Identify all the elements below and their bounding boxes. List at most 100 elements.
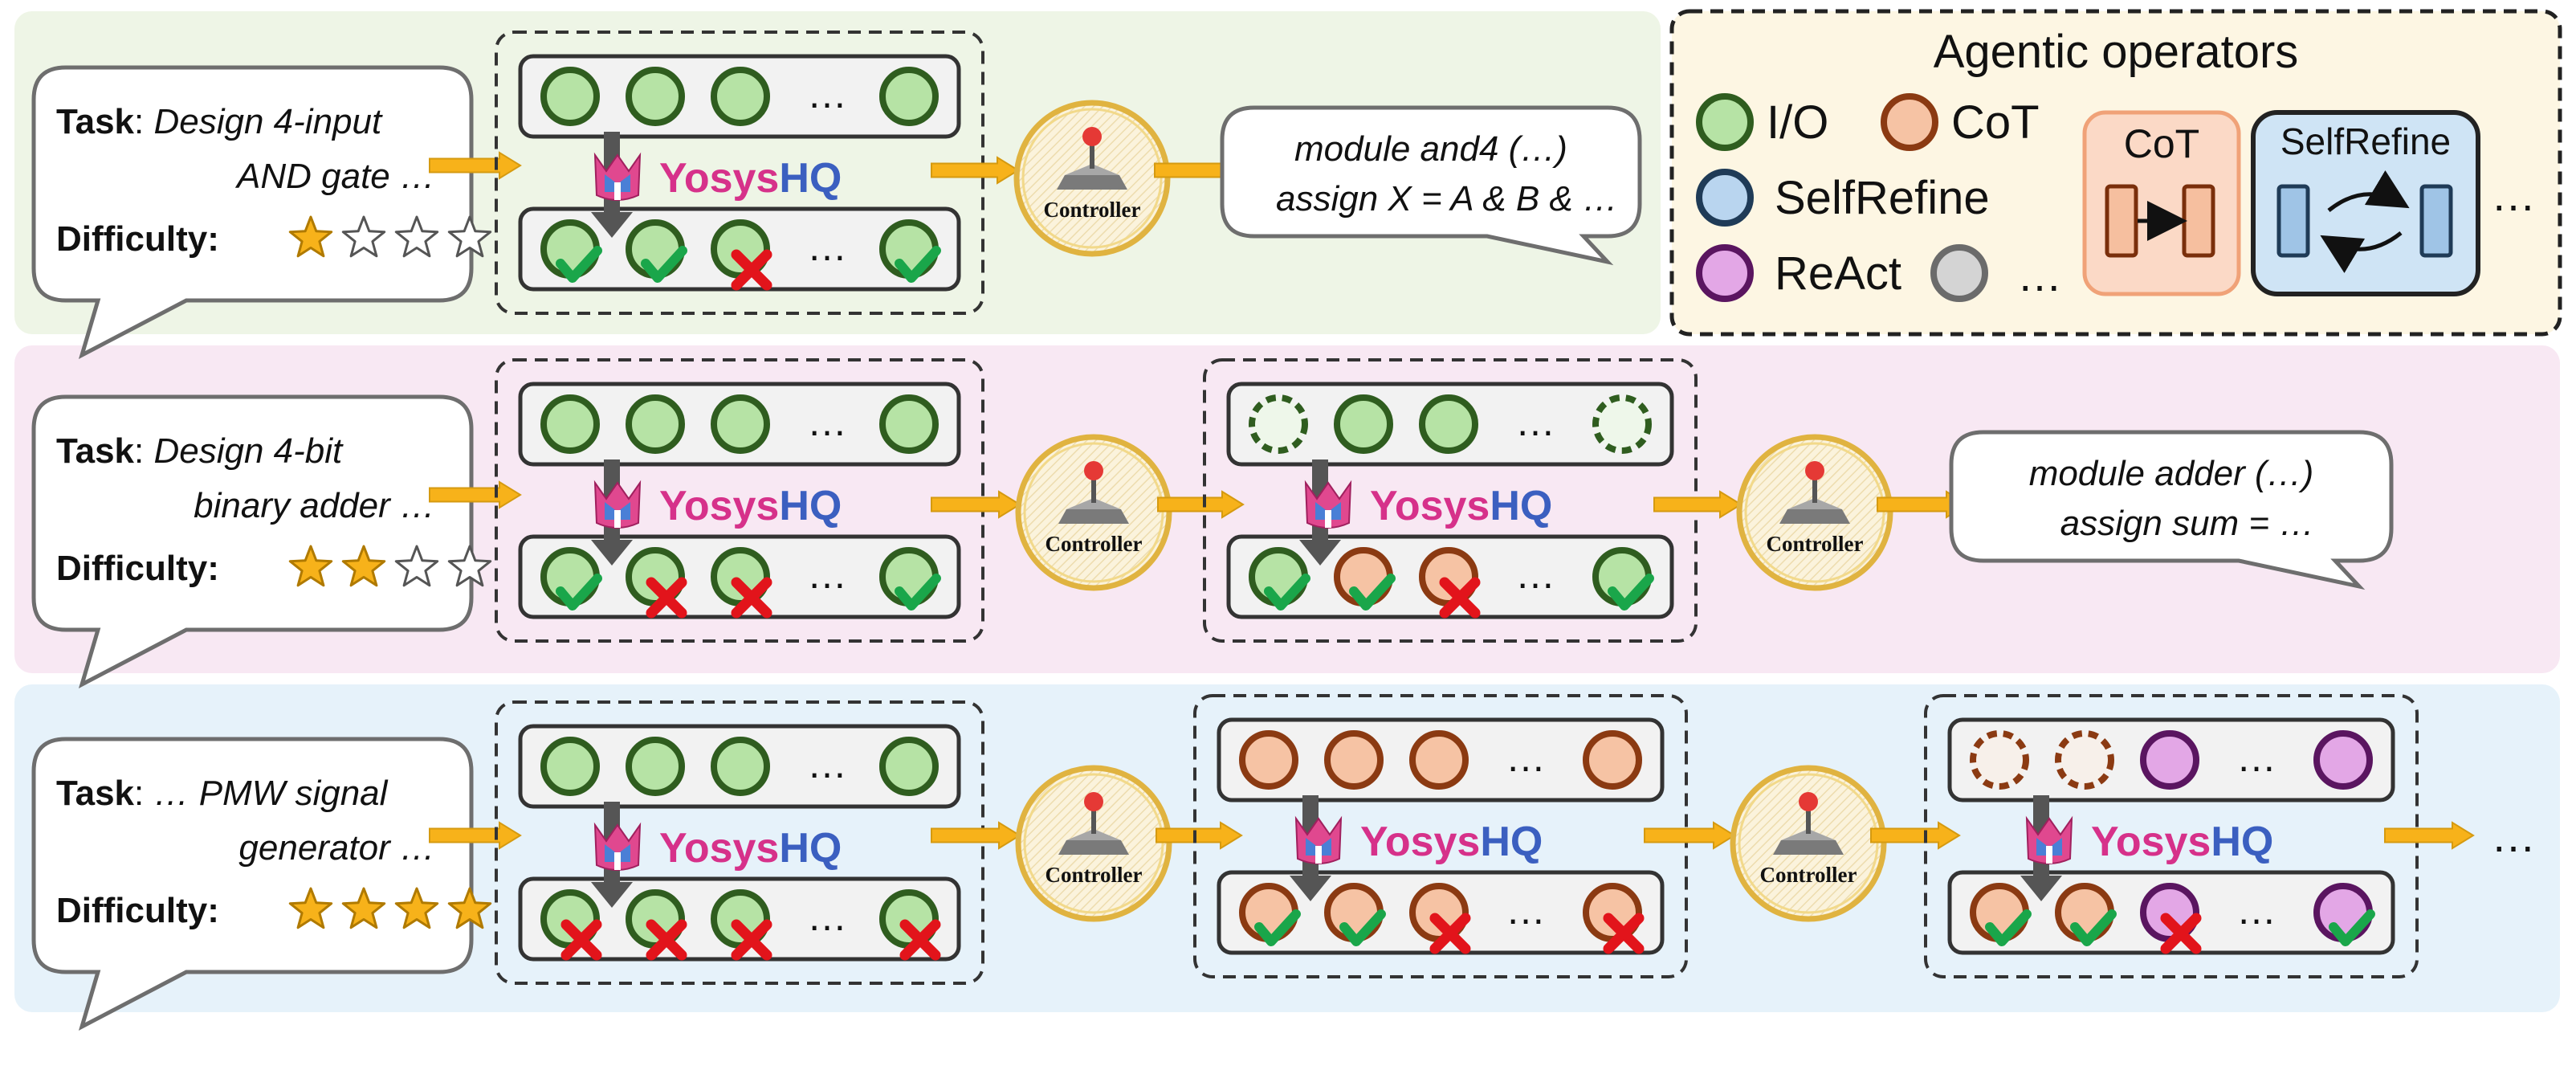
check-icon bbox=[1608, 574, 1654, 611]
flow-arrow-icon bbox=[1870, 821, 1961, 850]
controller-node: Controller bbox=[1013, 100, 1171, 257]
legend-swatch-icon bbox=[1930, 244, 1988, 302]
io-operator-node bbox=[879, 394, 939, 454]
joystick-base-icon bbox=[1058, 509, 1129, 524]
yosys-logo: YosysHQ bbox=[2025, 815, 2273, 865]
star-filled-icon bbox=[288, 545, 333, 587]
brand-suffix: HQ bbox=[1490, 483, 1552, 529]
row-3-stage-2: ……YosysHQ bbox=[1193, 694, 1688, 978]
brand-main: Yosys bbox=[1370, 483, 1490, 529]
legend-swatch-icon bbox=[1696, 244, 1754, 302]
cross-icon bbox=[646, 919, 687, 961]
io-operator-node bbox=[540, 394, 600, 454]
difficulty-label: Difficulty: bbox=[56, 891, 219, 930]
yosys-logo: YosysHQ bbox=[593, 822, 842, 872]
io-operator-node bbox=[879, 737, 939, 796]
down-arrow-head-icon bbox=[591, 540, 633, 566]
star-filled-icon bbox=[288, 215, 333, 258]
down-arrow-head-icon bbox=[1299, 540, 1341, 566]
task-line-1: Task: … PMW signal bbox=[56, 774, 389, 813]
task-text-line-1: Design 4-input bbox=[153, 102, 382, 141]
difficulty-label: Difficulty: bbox=[56, 219, 219, 259]
joystick-knob-icon bbox=[1799, 792, 1818, 811]
down-arrow-head-icon bbox=[591, 212, 633, 238]
ellipsis-text: … bbox=[807, 71, 847, 116]
react-operator-node bbox=[2140, 730, 2199, 790]
check-icon bbox=[895, 574, 941, 611]
brand-suffix: HQ bbox=[779, 825, 842, 872]
cot-step-icon bbox=[2182, 184, 2215, 258]
controller-node: Controller bbox=[1736, 434, 1893, 591]
brand-suffix: HQ bbox=[779, 155, 842, 202]
yosys-mascot-face-icon bbox=[2036, 838, 2062, 856]
io-operator-node bbox=[1419, 394, 1478, 454]
legend-more-text: … bbox=[2017, 250, 2062, 300]
yosys-logo: YosysHQ bbox=[1304, 480, 1552, 529]
cot-operator-node bbox=[1409, 730, 1469, 790]
pending-io-operator-node bbox=[1592, 394, 1652, 454]
output-line-1: module and4 (…) bbox=[1294, 129, 1567, 169]
cross-icon bbox=[899, 919, 941, 961]
joystick-base-icon bbox=[1057, 175, 1127, 190]
ellipsis-text: … bbox=[2236, 735, 2276, 780]
yosys-mascot-stem-icon bbox=[1315, 846, 1322, 864]
brand-suffix: HQ bbox=[779, 483, 842, 529]
row-3-stage-1: ……YosysHQ bbox=[495, 700, 984, 985]
legend-label: CoT bbox=[1951, 96, 2040, 149]
check-icon bbox=[2070, 909, 2117, 946]
yosys-logo: YosysHQ bbox=[593, 152, 842, 202]
star-empty-icon bbox=[394, 545, 439, 587]
pending-io-operator-node bbox=[1249, 394, 1308, 454]
react-operator-node bbox=[2313, 730, 2373, 790]
flow-arrow-icon bbox=[1157, 490, 1245, 519]
yosys-mascot-stem-icon bbox=[1325, 510, 1331, 528]
flow-arrow-icon bbox=[1156, 821, 1243, 850]
io-operator-node bbox=[1334, 394, 1393, 454]
joystick-top-icon bbox=[1065, 164, 1119, 175]
down-arrow-head-icon bbox=[2020, 876, 2062, 901]
legend-label: ReAct bbox=[1775, 247, 1901, 300]
down-arrow-head-icon bbox=[591, 882, 633, 908]
trailing-ellipsis: … bbox=[2491, 811, 2536, 861]
yosys-mascot-stem-icon bbox=[614, 510, 621, 528]
output-line-2: assign X = A & B & … bbox=[1276, 179, 1618, 218]
cot-box-title: CoT bbox=[2124, 121, 2199, 166]
task-text-line-1: Design 4-bit bbox=[153, 431, 344, 471]
yosys-wordmark: YosysHQ bbox=[1360, 819, 1543, 865]
task-text-line-1: … PMW signal bbox=[153, 774, 388, 813]
controller-inner-ring bbox=[1738, 773, 1879, 914]
controller-label: Controller bbox=[1760, 863, 1857, 887]
io-operator-node bbox=[711, 737, 770, 796]
difficulty-label-text: Difficulty bbox=[56, 549, 208, 588]
controller-inner-ring bbox=[1021, 108, 1163, 249]
io-operator-node bbox=[540, 737, 600, 796]
star-filled-icon bbox=[341, 887, 386, 929]
flow-arrow-icon bbox=[1653, 490, 1742, 519]
flow-arrow-icon bbox=[931, 821, 1021, 850]
legend-ellipsis: … bbox=[2491, 169, 2536, 220]
joystick-stick-icon bbox=[1806, 805, 1811, 834]
controller-node: Controller bbox=[1015, 434, 1172, 591]
task-label: Task bbox=[56, 102, 135, 141]
check-icon bbox=[1339, 909, 1386, 946]
yosys-mascot-face-icon bbox=[605, 502, 630, 520]
check-icon bbox=[1264, 574, 1310, 611]
cot-step-icon bbox=[2105, 184, 2138, 258]
check-icon bbox=[556, 246, 602, 283]
brand-main: Yosys bbox=[659, 155, 779, 202]
cross-icon bbox=[1603, 913, 1645, 954]
check-icon bbox=[895, 246, 941, 283]
yosys-logo: YosysHQ bbox=[1294, 815, 1543, 865]
joystick-knob-icon bbox=[1084, 792, 1103, 811]
yosys-mascot-face-icon bbox=[1306, 838, 1331, 856]
ellipsis-text: … bbox=[807, 741, 847, 786]
ellipsis-text: … bbox=[1506, 888, 1546, 933]
output-bubble-shape bbox=[1949, 430, 2394, 590]
joystick-knob-icon bbox=[1084, 461, 1103, 480]
controller-node: Controller bbox=[1015, 765, 1172, 922]
joystick-stick-icon bbox=[1090, 140, 1094, 169]
check-icon bbox=[1349, 574, 1396, 611]
